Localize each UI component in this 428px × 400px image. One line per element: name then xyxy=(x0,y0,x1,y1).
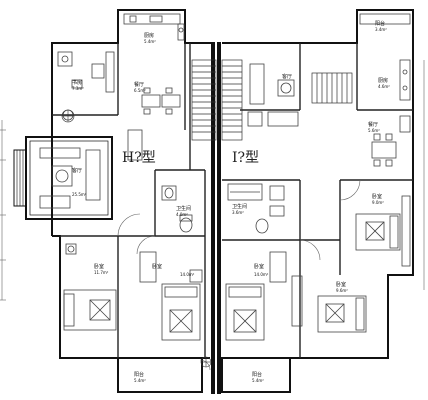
balcony-i-top-name: 阳台 xyxy=(375,20,385,27)
i-living-furniture xyxy=(247,63,299,127)
bedroom-i-right-name: 卧室 xyxy=(372,193,382,200)
living-h-area: 25.5m² xyxy=(72,192,87,197)
dining-i-area: 5.6m² xyxy=(368,128,380,133)
door-swings xyxy=(117,179,361,371)
balcony-h-name: 阳台 xyxy=(134,371,144,378)
kitchen-i-area: 4.6m² xyxy=(378,84,390,89)
kitchen-h-name: 厨房 xyxy=(144,32,154,39)
i-type-label: I?型 xyxy=(232,150,259,166)
h-kitchen-fixtures xyxy=(123,13,185,41)
bath-h-name: 卫生间 xyxy=(176,205,191,212)
bedroom-h-left-area: 11.7m² xyxy=(94,270,109,275)
i-interior-walls xyxy=(222,43,413,358)
bedroom-i-right-area: 9.0m² xyxy=(372,200,384,205)
bedroom-i-mid-name: 卧室 xyxy=(254,263,264,270)
i-dining-set xyxy=(371,115,411,167)
living-i-name: 客厅 xyxy=(282,73,292,80)
dining-i-name: 餐厅 xyxy=(368,121,378,128)
kitchen-h-area: 5.4m² xyxy=(144,39,156,44)
bedroom-h-left-name: 卧室 xyxy=(94,263,104,270)
h-interior-walls xyxy=(52,43,206,358)
bedroom-h-mid-name: 卧室 xyxy=(152,263,162,270)
h-bathroom-fixtures xyxy=(161,185,193,233)
bath-h-area: 4.0m² xyxy=(176,212,188,217)
i-bedroom-furniture xyxy=(225,195,411,341)
h-type-label: H?型 xyxy=(122,150,156,166)
i-unit-walls xyxy=(211,9,414,394)
balcony-i-bottom-area: 5.4m² xyxy=(252,378,264,383)
dimension-ticks xyxy=(0,60,425,301)
h-living-furniture xyxy=(39,147,101,209)
balcony-i-top-area: 3.4m² xyxy=(375,27,387,32)
bedroom-i-mid-area: 14.0m² xyxy=(254,272,269,277)
bath-i-name: 卫生间 xyxy=(232,203,247,210)
study-h-area: 7.3m² xyxy=(72,86,84,91)
living-h-name: 客厅 xyxy=(72,167,82,174)
stairwell xyxy=(191,59,353,141)
study-h-name: 书房 xyxy=(72,79,82,86)
bedroom-h-mid-area: 14.0m² xyxy=(180,272,195,277)
bedroom-i-low-name: 卧室 xyxy=(336,281,346,288)
dining-h-name: 餐厅 xyxy=(134,81,144,88)
h-unit-walls xyxy=(51,9,212,393)
balcony-i-bottom-name: 阳台 xyxy=(252,371,262,378)
dining-h-area: 6.5m² xyxy=(134,88,146,93)
room-labels: H?型 I?型 厨房 5.4m² 书房 7.3m² 餐厅 6.5m² 客厅 25… xyxy=(72,20,390,383)
h-living-bay xyxy=(13,136,113,220)
h-bedroom-furniture xyxy=(63,243,203,341)
bath-i-area: 3.6m² xyxy=(232,210,244,215)
bedroom-i-low-area: 9.6m² xyxy=(336,288,348,293)
h-dining-set xyxy=(127,87,181,161)
balcony-h-area: 5.4m² xyxy=(134,378,146,383)
i-kitchen-fixtures xyxy=(359,13,411,101)
h-study-furniture xyxy=(57,51,115,121)
i-bathroom-fixtures xyxy=(227,183,285,234)
kitchen-i-name: 厨房 xyxy=(378,77,388,84)
plant-icons xyxy=(61,109,212,368)
